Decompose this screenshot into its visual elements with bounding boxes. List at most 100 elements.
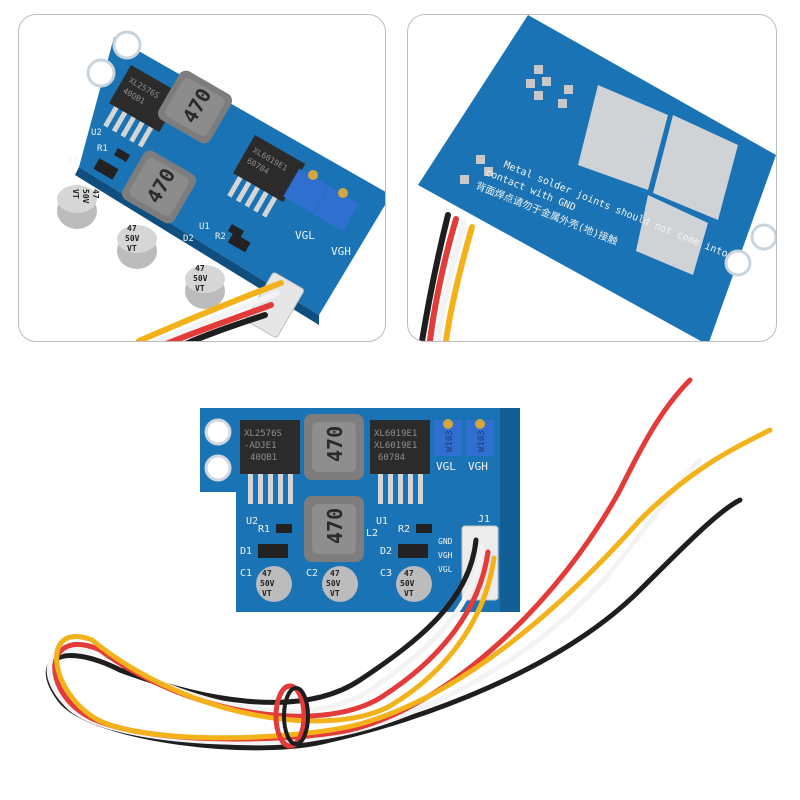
label-d2: D2 (380, 546, 392, 557)
label-pin-gnd: GND (438, 537, 453, 546)
mounting-hole (86, 58, 116, 88)
capacitor-marking: 50V (260, 579, 275, 588)
capacitor-marking: 47 (91, 189, 100, 199)
chip-u1: XL6019E1 XL6019E1 60784 (370, 420, 430, 504)
chip-u1-marking: XL6019E1 (374, 441, 417, 451)
wire-white (46, 457, 703, 745)
wire-yellow (54, 427, 773, 741)
potentiometer-marking: W103 (477, 430, 487, 452)
diode-d2 (398, 544, 428, 558)
label-c1: C1 (240, 568, 252, 579)
diode-d1 (258, 544, 288, 558)
capacitor-marking: 47 (127, 224, 137, 233)
copper-area (653, 115, 738, 220)
label-pin-vgl: VGL (438, 565, 453, 574)
chip-u1: XL6019E1 60784 (227, 135, 306, 218)
potentiometer-marking: W103 (445, 430, 455, 452)
capacitor-marking: 50V (193, 274, 208, 283)
chip-u2-marking: -ADJE1 (244, 441, 277, 451)
capacitor-marking: 47 (195, 264, 205, 273)
capacitor-marking: VT (71, 189, 80, 199)
potentiometer-vgl (283, 168, 329, 214)
capacitor-marking: VT (330, 589, 340, 598)
capacitor-marking: 50V (81, 189, 90, 204)
capacitor-c1: 47 50V VT (57, 185, 100, 229)
potentiometer-vgh (313, 186, 359, 232)
resistor-r2 (227, 224, 245, 238)
capacitor-c2: C2 47 50V VT (306, 566, 358, 602)
photo-board-top-with-cable: XL2576S -ADJE1 40QB1 U2 470 XL6019E1 XL6… (45, 377, 773, 751)
wire-bundle (419, 212, 475, 341)
copper-area (578, 85, 668, 190)
capacitor-marking: 50V (400, 579, 415, 588)
capacitor-c3: C3 47 50V VT (380, 566, 432, 602)
resistor-r1 (113, 148, 131, 162)
chip-u2-marking: 40QB1 (250, 453, 277, 463)
wire-bundle (136, 280, 284, 341)
mounting-hole (724, 249, 752, 277)
board-back-angled-image: Metal solder joints should not come into… (418, 15, 776, 341)
board-front-angled-image: XL2576S 40QB1 470 XL6019E1 60784 (57, 30, 385, 341)
label-l2: L2 (366, 528, 378, 539)
mounting-hole (112, 30, 142, 60)
label-c3: C3 (380, 568, 392, 579)
label-vgl: VGL (436, 460, 456, 473)
wire-knot (273, 683, 307, 749)
resistor-r1 (276, 524, 292, 533)
label-vgh: VGH (468, 460, 488, 473)
capacitor-marking: 47 (330, 569, 340, 578)
chip-u2: XL2576S 40QB1 (103, 65, 182, 148)
potentiometer-vgh: W103 (466, 419, 494, 456)
capacitor-marking: VT (127, 244, 137, 253)
capacitor-marking: 50V (125, 234, 140, 243)
label-vgl: VGL (295, 229, 315, 242)
capacitor-marking: 47 (262, 569, 272, 578)
label-r1: R1 (97, 144, 108, 154)
label-u1: U1 (199, 222, 210, 232)
label-vgh: VGH (331, 245, 351, 258)
mounting-hole (750, 223, 776, 251)
mounting-hole (204, 454, 232, 482)
inductor-value: 470 (323, 426, 347, 462)
label-u1: U1 (376, 516, 388, 527)
capacitor-c1: C1 47 50V VT (240, 566, 292, 602)
capacitor-marking: VT (262, 589, 272, 598)
capacitor-marking: 50V (326, 579, 341, 588)
copper-area (636, 195, 708, 275)
capacitor-marking: VT (404, 589, 414, 598)
label-pin-vgh: VGH (438, 551, 453, 560)
resistor-r2 (416, 524, 432, 533)
label-d1: D1 (67, 156, 78, 166)
photo-board-back-angled: Metal solder joints should not come into… (407, 14, 777, 342)
chip-u1-marking: 60784 (378, 453, 405, 463)
wire-bundle (45, 377, 773, 751)
potentiometer-vgl: W103 (434, 419, 462, 456)
label-r2: R2 (215, 232, 226, 242)
capacitor-marking: 47 (404, 569, 414, 578)
label-d1: D1 (240, 546, 252, 557)
inductor-top: 470 (157, 70, 233, 144)
photo-board-front-angled: XL2576S 40QB1 470 XL6019E1 60784 (18, 14, 386, 342)
diode-d2 (227, 232, 251, 253)
wire-knot (282, 686, 310, 746)
label-r2: R2 (398, 524, 410, 535)
label-d2: D2 (183, 234, 194, 244)
solder-pads (460, 65, 573, 184)
inductor-top: 470 (304, 414, 364, 480)
chip-u1-marking: XL6019E1 (374, 429, 417, 439)
capacitor-c3: 47 50V VT (185, 264, 225, 309)
capacitor-c2: 47 50V VT (117, 224, 157, 269)
connector-j1 (246, 272, 304, 338)
chip-u2-marking: XL2576S (244, 429, 282, 439)
mounting-hole (204, 418, 232, 446)
chip-u2: XL2576S -ADJE1 40QB1 (240, 420, 300, 504)
label-r1: R1 (258, 524, 270, 535)
label-c2: C2 (306, 568, 318, 579)
inductor-bottom: 470 (121, 150, 197, 224)
diode-d1 (93, 158, 119, 180)
inductor-value: 470 (323, 508, 347, 544)
label-j1: J1 (478, 514, 490, 525)
capacitor-marking: VT (195, 284, 205, 293)
label-u2: U2 (246, 516, 258, 527)
inductor-bottom: 470 (304, 496, 364, 562)
